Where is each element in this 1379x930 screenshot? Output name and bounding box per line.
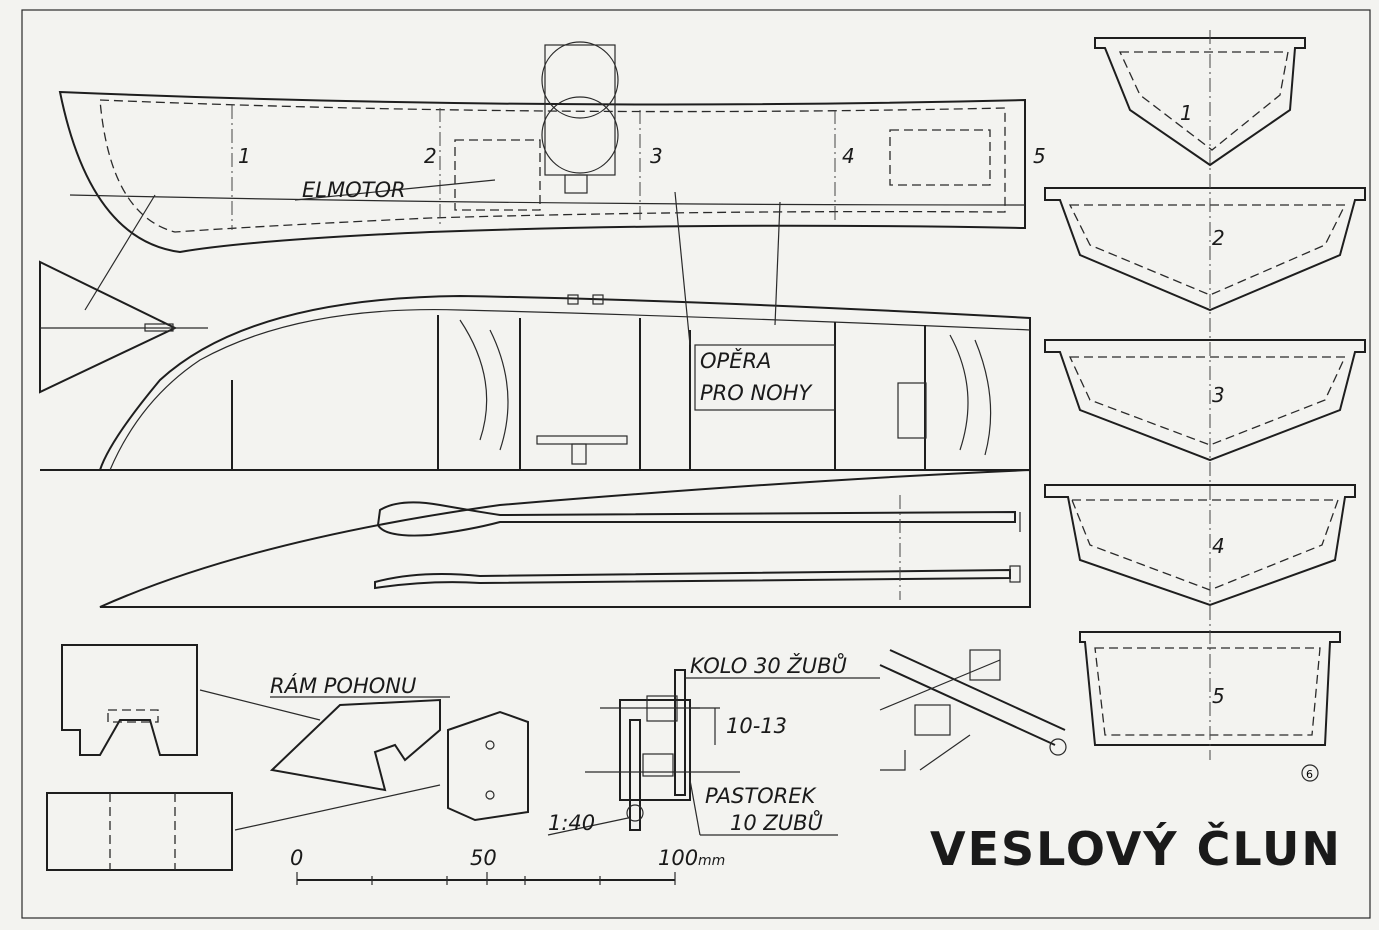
sheet-border (21, 9, 1371, 919)
section-number: 4 (1212, 534, 1225, 558)
section-number: 5 (1212, 684, 1225, 708)
section-views: 1 2 3 4 5 (1044, 30, 1366, 760)
oarlock-detail (879, 649, 1067, 771)
frame-number: 1 (238, 144, 251, 168)
scale-bar: 0 50 100 mm (290, 846, 725, 885)
frame-number: 2 (424, 144, 437, 168)
drive-frame-details (46, 644, 529, 871)
opera-label-line1: OPĚRA (700, 348, 771, 373)
section-number: 3 (1212, 383, 1225, 407)
sheet-number-badge (1301, 764, 1319, 782)
scale-unit: mm (698, 853, 725, 869)
opera-label-line2: PRO NOHY (700, 381, 813, 405)
section-number: 2 (1212, 226, 1225, 250)
elmotor-label: ELMOTOR (302, 178, 406, 202)
scale-tick-0: 0 (290, 846, 303, 870)
section-number: 1 (1180, 101, 1193, 125)
transom-detail (39, 260, 178, 394)
hull-bottom-plank (99, 468, 1031, 608)
pinion-label-line1: PASTOREK (705, 784, 818, 808)
gap-dimension-label: 10-13 (726, 714, 787, 738)
frame-number: 3 (650, 144, 663, 168)
gear-30-label: KOLO 30 ŽUBŮ (690, 652, 847, 678)
scale-tick-50: 50 (470, 846, 497, 870)
frame-number: 4 (842, 144, 855, 168)
oar-top-view (376, 501, 1021, 537)
frame-numbers: 1 2 3 4 5 (238, 144, 1046, 168)
sheet-number: 6 (1306, 768, 1313, 781)
scale-tick-100: 100 (658, 846, 698, 870)
pinion-label-line2: 10 ZUBŮ (730, 809, 823, 835)
drawing-title: VESLOVÝ ČLUN (930, 821, 1342, 876)
frame-number: 5 (1033, 144, 1046, 168)
gear-assembly (547, 669, 880, 836)
hull-side-view (58, 41, 1026, 311)
hull-interior-view (40, 191, 1031, 471)
ratio-label: 1:40 (548, 811, 595, 835)
oar-side-view (374, 495, 1021, 600)
ram-pohonu-label: RÁM POHONU (270, 673, 416, 698)
